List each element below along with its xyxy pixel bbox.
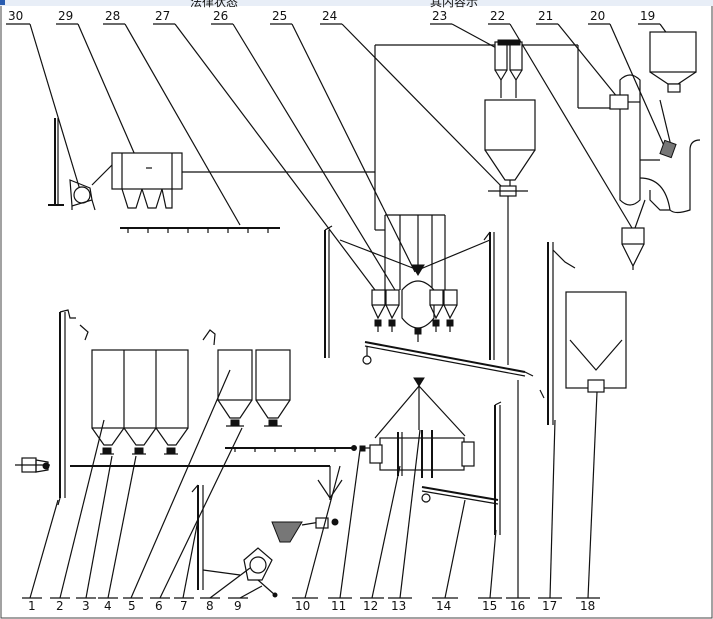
bottom-leader-lines <box>29 369 598 599</box>
label-14: 14 <box>436 599 451 613</box>
label-19: 19 <box>640 9 655 23</box>
label-22: 22 <box>490 9 505 23</box>
chimney-fan-unit <box>48 118 113 211</box>
label-7: 7 <box>180 599 188 613</box>
label-2: 2 <box>56 599 64 613</box>
label-8: 8 <box>206 599 214 613</box>
label-25: 25 <box>272 9 287 23</box>
label-26: 26 <box>213 9 228 23</box>
top-leader-lines <box>29 23 674 291</box>
label-29: 29 <box>58 9 73 23</box>
feed-screw-conveyor <box>225 445 357 500</box>
label-1: 1 <box>28 599 36 613</box>
corner-badge <box>0 0 5 5</box>
label-6: 6 <box>155 599 163 613</box>
label-30: 30 <box>8 9 23 23</box>
label-24: 24 <box>322 9 337 23</box>
top-duct-and-cyclones <box>375 39 610 109</box>
center-silo <box>484 99 536 365</box>
label-13: 13 <box>391 599 406 613</box>
jaw-crusher <box>243 547 278 598</box>
bottom-labels: 1 2 3 4 5 6 7 8 9 10 11 12 13 14 15 16 1… <box>22 597 600 613</box>
mixer-distribution <box>374 377 466 439</box>
left-crusher <box>15 457 50 473</box>
label-27: 27 <box>155 9 170 23</box>
screw-conveyor-top <box>120 227 280 233</box>
label-10: 10 <box>295 599 310 613</box>
raw-material-bins <box>70 349 330 467</box>
inclined-screw-conveyor <box>421 486 499 505</box>
left-elevator <box>57 309 89 506</box>
label-20: 20 <box>590 9 605 23</box>
label-3: 3 <box>82 599 90 613</box>
label-5: 5 <box>128 599 136 613</box>
top-cut-text-left: 法律状态 <box>190 0 238 9</box>
bag-filter <box>111 45 376 230</box>
feed-hopper-hatched <box>271 517 339 543</box>
product-elevator <box>539 242 576 425</box>
label-9: 9 <box>234 599 242 613</box>
label-12: 12 <box>363 599 378 613</box>
vertical-dryer <box>609 31 701 229</box>
label-21: 21 <box>538 9 553 23</box>
ball-mill <box>359 430 475 478</box>
label-11: 11 <box>331 599 346 613</box>
label-28: 28 <box>105 9 120 23</box>
product-silo <box>565 291 627 393</box>
lower-elevator <box>191 484 241 590</box>
top-cutoff-band <box>0 0 713 6</box>
top-labels: 30 29 28 27 26 25 24 23 22 21 20 19 <box>6 9 660 25</box>
label-18: 18 <box>580 599 595 613</box>
label-4: 4 <box>104 599 112 613</box>
central-elevators <box>324 225 495 360</box>
central-bins <box>339 214 491 342</box>
label-16: 16 <box>510 599 525 613</box>
label-15: 15 <box>482 599 497 613</box>
inclined-belt-conveyor <box>362 341 534 377</box>
right-small-elevator <box>494 401 502 535</box>
small-silos <box>202 329 291 427</box>
label-23: 23 <box>432 9 447 23</box>
label-17: 17 <box>542 599 557 613</box>
small-cone-hopper <box>621 227 645 270</box>
top-cut-text-right: 其内容示 <box>430 0 478 9</box>
